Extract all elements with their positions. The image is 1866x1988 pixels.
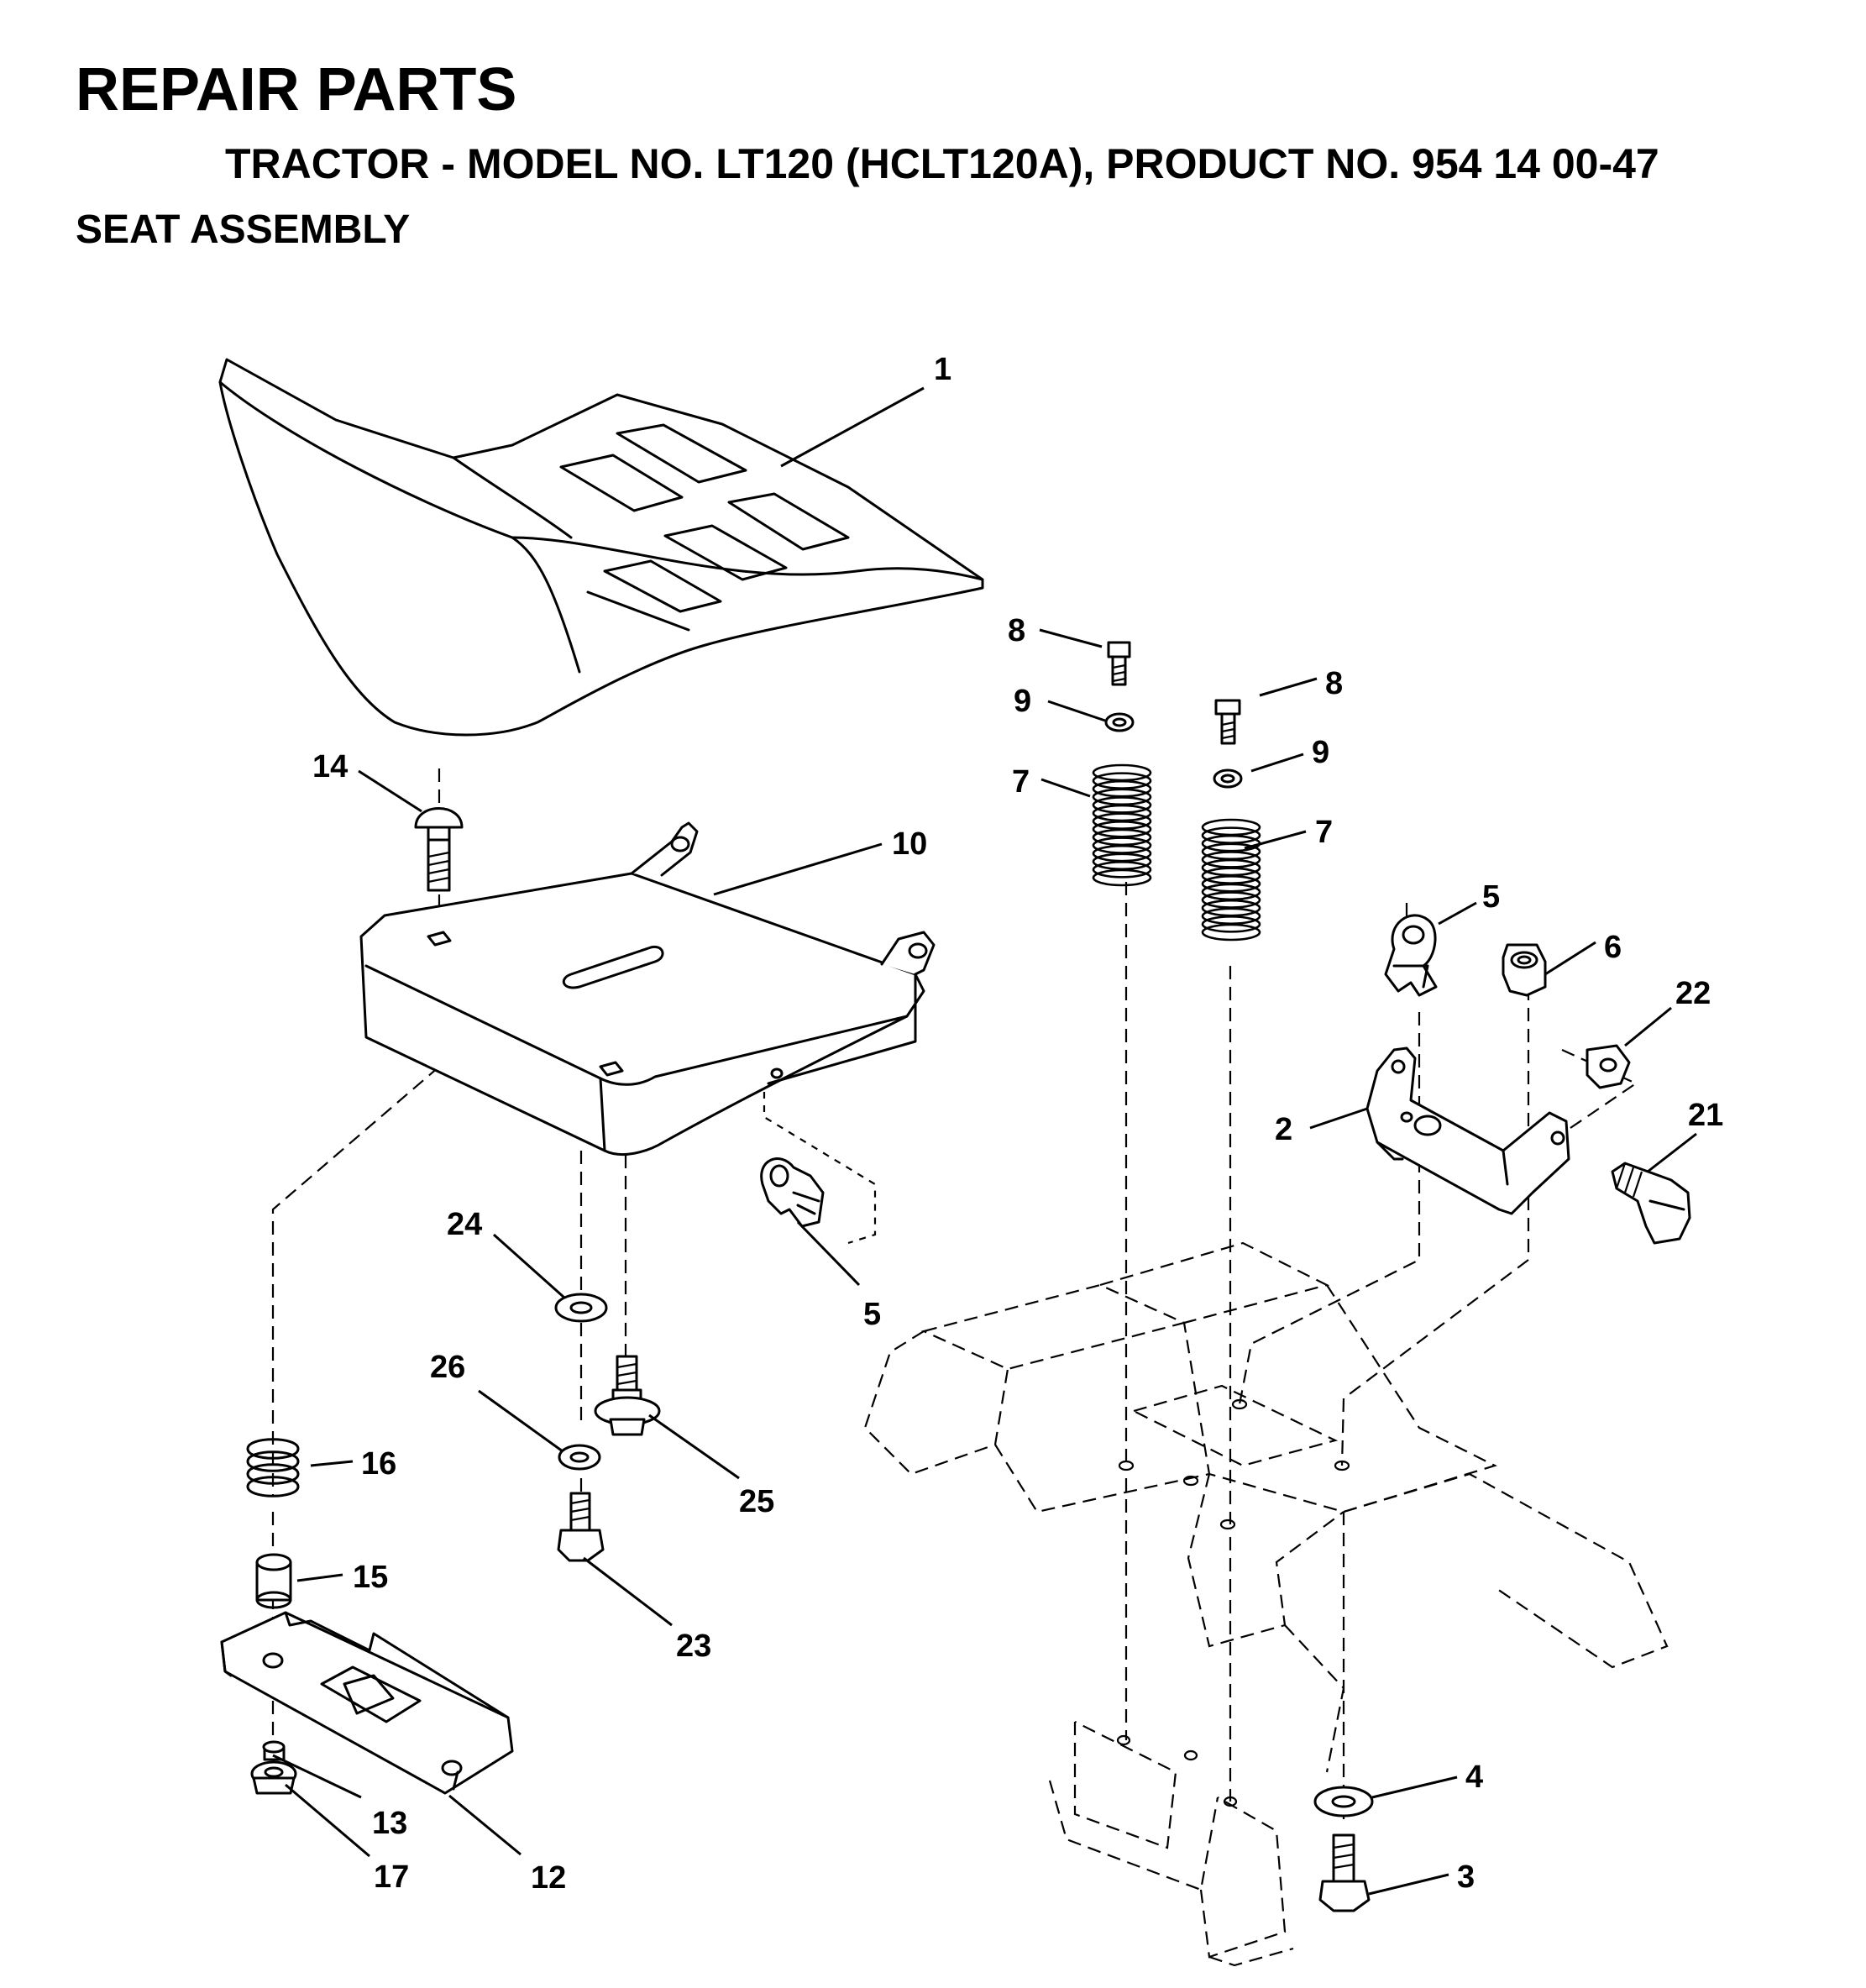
- spring-left: [1093, 768, 1152, 882]
- part-22-nut: [1586, 1044, 1631, 1089]
- part-12-plate: [220, 1611, 514, 1795]
- tractor-frame-outline: [863, 1241, 1669, 1967]
- callout-24: 24: [447, 1207, 482, 1242]
- callout-10: 10: [892, 826, 927, 862]
- leader-lines: [272, 386, 1697, 1896]
- part-3-hex-bolt: [1318, 1833, 1371, 1912]
- callout-25: 25: [739, 1484, 774, 1519]
- callout-labels: 1 2 3 4 5 5 6 7 7 8 8 9 9 10 12 13 14 15…: [312, 352, 1723, 1896]
- callout-21: 21: [1688, 1098, 1723, 1133]
- part-7-spring-left: [1092, 763, 1152, 887]
- callout-8-left: 8: [1008, 613, 1025, 648]
- callout-17: 17: [374, 1859, 409, 1895]
- part-1-seat: [218, 358, 984, 737]
- callout-23: 23: [676, 1629, 711, 1664]
- callout-5-left: 5: [863, 1297, 881, 1332]
- callout-15: 15: [353, 1560, 388, 1595]
- part-5-clip-left: [760, 1157, 825, 1228]
- part-8-9-7-right-stack: [1213, 699, 1243, 789]
- callout-9-right: 9: [1312, 735, 1329, 770]
- callout-22: 22: [1675, 976, 1711, 1011]
- page-title: REPAIR PARTS: [76, 56, 517, 123]
- part-25-shoulder-screw: [594, 1355, 661, 1436]
- callout-8-right: 8: [1325, 666, 1343, 701]
- callout-2: 2: [1275, 1112, 1292, 1147]
- model-subtitle: TRACTOR - MODEL NO. LT120 (HCLT120A), PR…: [225, 140, 1659, 187]
- part-8-9-7-left-stack: [1093, 641, 1152, 882]
- part-17-flange-nut: [250, 1760, 297, 1795]
- part-16-spring: [246, 1438, 300, 1498]
- callout-26: 26: [430, 1350, 465, 1385]
- callout-1: 1: [934, 352, 951, 387]
- part-5-clip-right: [1384, 914, 1438, 997]
- part-14-carriage-bolt: [414, 807, 464, 892]
- callout-4: 4: [1465, 1760, 1483, 1795]
- callout-7-right: 7: [1315, 815, 1333, 850]
- callout-9-left: 9: [1014, 684, 1031, 719]
- part-6-nut: [1502, 943, 1547, 997]
- callout-12: 12: [531, 1860, 566, 1896]
- callout-6: 6: [1604, 930, 1622, 965]
- part-7-spring-right: [1201, 818, 1261, 942]
- callout-13: 13: [372, 1806, 407, 1841]
- section-title: SEAT ASSEMBLY: [76, 207, 411, 252]
- part-10-seat-pan: [359, 821, 936, 1157]
- callout-5-right: 5: [1482, 879, 1500, 915]
- part-26-lock-washer: [558, 1444, 601, 1471]
- part-21-shoulder-bolt: [1611, 1162, 1691, 1245]
- callout-3: 3: [1457, 1859, 1475, 1895]
- callout-14: 14: [312, 749, 348, 784]
- part-4-washer: [1313, 1786, 1374, 1818]
- part-2-bracket: [1365, 1046, 1570, 1215]
- callout-7-left: 7: [1012, 764, 1030, 800]
- part-15-spacer: [255, 1553, 292, 1609]
- part-24-washer: [554, 1293, 608, 1323]
- callout-16: 16: [361, 1446, 396, 1482]
- part-23-hex-bolt: [557, 1492, 605, 1562]
